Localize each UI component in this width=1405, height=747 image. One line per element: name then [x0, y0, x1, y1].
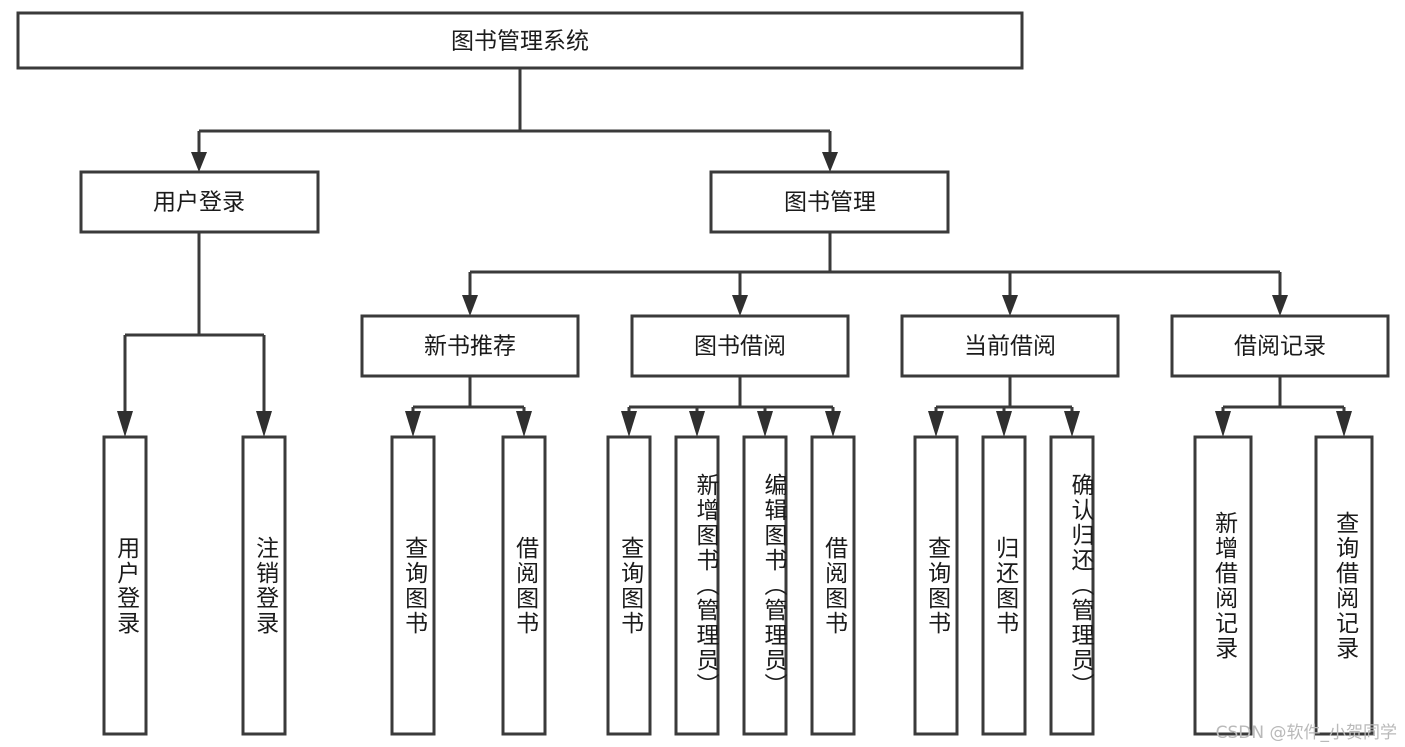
node-new-book-recommend-label: 新书推荐	[424, 334, 516, 360]
leaf-label-query-book-3: 查询图书	[923, 535, 950, 636]
node-borrow-record-box[interactable]	[1170, 314, 1390, 378]
node-current-borrow-box[interactable]	[900, 314, 1120, 378]
node-borrow-record[interactable]: 借阅记录	[1170, 314, 1390, 378]
arrow-leaf-logout-login	[256, 411, 272, 437]
arrow-bookborrow	[732, 295, 748, 316]
node-root-box[interactable]	[16, 11, 1024, 70]
arrow-leaf-borrow-book-2	[825, 411, 841, 437]
leaf-label-borrow-book-1: 借阅图书	[511, 535, 538, 636]
arrow-currentborrow	[1002, 295, 1018, 316]
leaf-box-query-book-3[interactable]	[913, 435, 959, 736]
node-book-management[interactable]: 图书管理	[709, 170, 950, 234]
node-new-book-recommend[interactable]: 新书推荐	[360, 314, 580, 378]
arrow-leaf-add-borrow-record	[1215, 411, 1231, 437]
leaf-box-user-login[interactable]	[102, 435, 148, 736]
leaf-box-add-book-admin[interactable]	[674, 435, 720, 736]
arrow-leaf-query-borrow-record	[1336, 411, 1352, 437]
node-user-login[interactable]: 用户登录	[79, 170, 320, 234]
leaf-box-borrow-book-1[interactable]	[501, 435, 547, 736]
leaf-label-borrow-book-2: 借阅图书	[820, 535, 847, 636]
leaf-box-edit-book-admin[interactable]	[742, 435, 788, 736]
arrow-borrowrecord	[1272, 295, 1288, 316]
leaf-label-add-book-admin: 新增图书（管理员）	[692, 473, 718, 698]
leaf-label-edit-book-admin: 编辑图书（管理员）	[760, 473, 786, 698]
leaf-label-confirm-return-admin: 确认归还（管理员）	[1067, 473, 1093, 698]
node-book-borrow[interactable]: 图书借阅	[630, 314, 850, 378]
leaf-box-layer	[102, 435, 1374, 736]
node-book-management-box[interactable]	[709, 170, 950, 234]
leaf-box-add-borrow-record[interactable]	[1193, 435, 1253, 736]
arrow-leaf-query-book-1	[405, 411, 421, 437]
leaf-label-query-book-2: 查询图书	[616, 535, 643, 636]
node-current-borrow-label: 当前借阅	[964, 334, 1056, 360]
arrow-newbook	[462, 295, 478, 316]
connector-layer	[117, 68, 1352, 437]
arrow-leaf-user-login	[117, 411, 133, 437]
node-new-book-recommend-box[interactable]	[360, 314, 580, 378]
arrow-leaf-edit-book-admin	[757, 411, 773, 437]
node-borrow-record-label: 借阅记录	[1234, 334, 1326, 360]
leaf-box-query-book-2[interactable]	[606, 435, 652, 736]
leaf-box-query-book-1[interactable]	[390, 435, 436, 736]
arrow-leaf-return-book	[996, 411, 1012, 437]
leaf-label-logout-login: 注销登录	[251, 535, 278, 636]
arrow-leaf-query-book-2	[621, 411, 637, 437]
leaf-box-borrow-book-2[interactable]	[810, 435, 856, 736]
node-book-management-label: 图书管理	[784, 190, 876, 216]
arrow-leaf-borrow-book-1	[516, 411, 532, 437]
leaf-label-query-borrow-record: 查询借阅记录	[1331, 510, 1358, 661]
node-current-borrow[interactable]: 当前借阅	[900, 314, 1120, 378]
arrow-leaf-add-book-admin	[689, 411, 705, 437]
arrow-leaf-confirm-return-admin	[1064, 411, 1080, 437]
leaf-box-logout-login[interactable]	[241, 435, 287, 736]
node-book-borrow-label: 图书借阅	[694, 334, 786, 360]
arrow-leaf-query-book-3	[928, 411, 944, 437]
arrow-book-management	[822, 152, 838, 172]
leaf-label-query-book-1: 查询图书	[400, 535, 427, 636]
node-root-label: 图书管理系统	[451, 29, 589, 55]
leaf-box-return-book[interactable]	[981, 435, 1027, 736]
arrow-user-login	[191, 152, 207, 172]
leaf-box-query-borrow-record[interactable]	[1314, 435, 1374, 736]
leaf-label-return-book: 归还图书	[991, 535, 1018, 636]
node-user-login-box[interactable]	[79, 170, 320, 234]
node-root[interactable]: 图书管理系统	[16, 11, 1024, 70]
node-user-login-label: 用户登录	[153, 190, 245, 216]
leaf-box-confirm-return-admin[interactable]	[1049, 435, 1095, 736]
leaf-label-user-login: 用户登录	[112, 535, 139, 636]
leaf-label-add-borrow-record: 新增借阅记录	[1210, 510, 1237, 661]
node-book-borrow-box[interactable]	[630, 314, 850, 378]
csdn-watermark: CSDN @软件_小贺同学	[1215, 723, 1397, 743]
